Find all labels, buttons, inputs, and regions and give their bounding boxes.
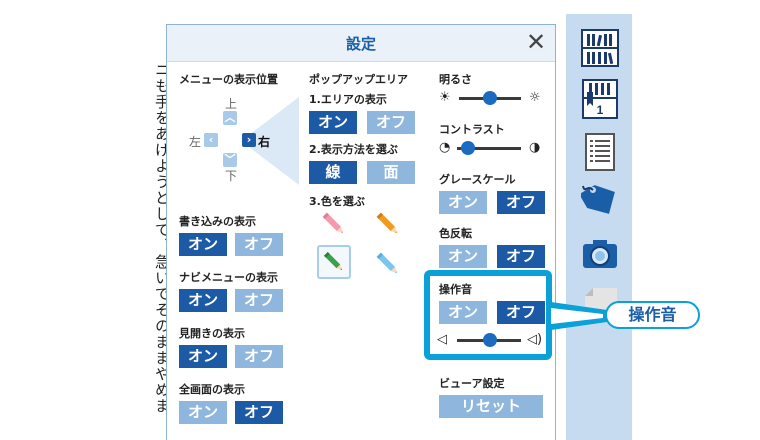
sound-label: 操作音 [439, 283, 472, 296]
invert-on-button[interactable]: オン [439, 245, 487, 268]
close-button[interactable]: ✕ [525, 28, 547, 56]
lightblue-pencil-icon[interactable] [371, 247, 405, 281]
sound-highlight-frame [424, 270, 552, 360]
fullscreen-display-off-button[interactable]: オフ [235, 401, 283, 424]
position-left-arrow-icon[interactable]: ‹ [204, 133, 218, 147]
contrast-label: コントラスト [439, 123, 505, 136]
sound-callout: 操作音 [605, 301, 700, 329]
spread-display-off-button[interactable]: オフ [235, 345, 283, 368]
display-method-label: 2.表示方法を選ぶ [309, 143, 398, 156]
viewer-settings-label: ビューア設定 [439, 377, 505, 390]
list-icon[interactable] [581, 132, 619, 172]
brightness-low-icon: ☀ [439, 90, 451, 105]
green-pencil-icon[interactable] [317, 245, 351, 279]
callout-pointer [551, 302, 607, 330]
writing-display-off-button[interactable]: オフ [235, 233, 283, 256]
position-left-label: 左 [189, 135, 202, 149]
invert-off-button[interactable]: オフ [497, 245, 545, 268]
grayscale-on-button[interactable]: オン [439, 191, 487, 214]
spread-display-on-button[interactable]: オン [179, 345, 227, 368]
volume-slider-knob[interactable] [483, 333, 497, 347]
navi-display-off-button[interactable]: オフ [235, 289, 283, 312]
color-select-label: 3.色を選ぶ [309, 195, 365, 208]
contrast-high-icon: ◑ [529, 140, 541, 155]
display-method-line-button[interactable]: 線 [309, 161, 357, 184]
brightness-label: 明るさ [439, 73, 472, 86]
panel-header: 設定 ✕ [167, 25, 555, 62]
invert-label: 色反転 [439, 227, 472, 240]
menu-position-label: メニューの表示位置 [179, 73, 278, 86]
fullscreen-display-label: 全画面の表示 [179, 383, 245, 396]
area-display-off-button[interactable]: オフ [367, 111, 415, 134]
fullscreen-display-on-button[interactable]: オン [179, 401, 227, 424]
contrast-slider-track[interactable] [457, 147, 521, 150]
area-display-label: 1.エリアの表示 [309, 93, 387, 106]
area-display-on-button[interactable]: オン [309, 111, 357, 134]
bookmark-page-icon[interactable]: 1 [581, 78, 619, 119]
position-down-label: 下 [225, 169, 238, 183]
camera-icon[interactable] [581, 234, 619, 274]
navi-display-on-button[interactable]: オン [179, 289, 227, 312]
panel-title: 設定 [345, 35, 376, 53]
sound-on-button[interactable]: オン [439, 301, 487, 324]
position-up-label: 上 [225, 97, 238, 111]
display-method-surface-button[interactable]: 面 [367, 161, 415, 184]
position-down-arrow-icon[interactable]: ﹀ [223, 153, 237, 167]
position-right-arrow-icon[interactable]: › [242, 133, 256, 147]
volume-high-icon: ◁) [527, 332, 543, 347]
navi-display-label: ナビメニューの表示 [179, 271, 278, 284]
contrast-slider-knob[interactable] [461, 141, 475, 155]
position-up-arrow-icon[interactable]: ︿ [223, 111, 237, 125]
grayscale-label: グレースケール [439, 173, 516, 186]
svg-text:1: 1 [597, 103, 604, 117]
writing-display-label: 書き込みの表示 [179, 215, 256, 228]
settings-panel: 設定 ✕ メニューの表示位置 上 ︿ 左 ‹ › 右 ﹀ 下 書き込みの表示 オ… [166, 24, 556, 440]
spread-display-label: 見開きの表示 [179, 327, 245, 340]
orange-pencil-icon[interactable] [371, 207, 405, 241]
reset-button[interactable]: リセット [439, 395, 543, 418]
brightness-high-icon: ☼ [529, 90, 541, 105]
position-right-label: 右 [258, 135, 271, 149]
contrast-low-icon: ◔ [439, 140, 451, 155]
pink-pencil-icon[interactable] [317, 207, 351, 241]
tag-icon[interactable] [579, 180, 619, 220]
writing-display-on-button[interactable]: オン [179, 233, 227, 256]
popup-area-label: ポップアップエリア [309, 73, 408, 86]
grayscale-off-button[interactable]: オフ [497, 191, 545, 214]
brightness-slider-knob[interactable] [483, 91, 497, 105]
volume-low-icon: ◁ [437, 332, 447, 347]
right-sidebar: 1 [566, 14, 632, 440]
sound-off-button[interactable]: オフ [497, 301, 545, 324]
bookshelf-icon[interactable] [581, 28, 619, 68]
menu-position-selector: 上 ︿ 左 ‹ › 右 ﹀ 下 [189, 95, 299, 187]
